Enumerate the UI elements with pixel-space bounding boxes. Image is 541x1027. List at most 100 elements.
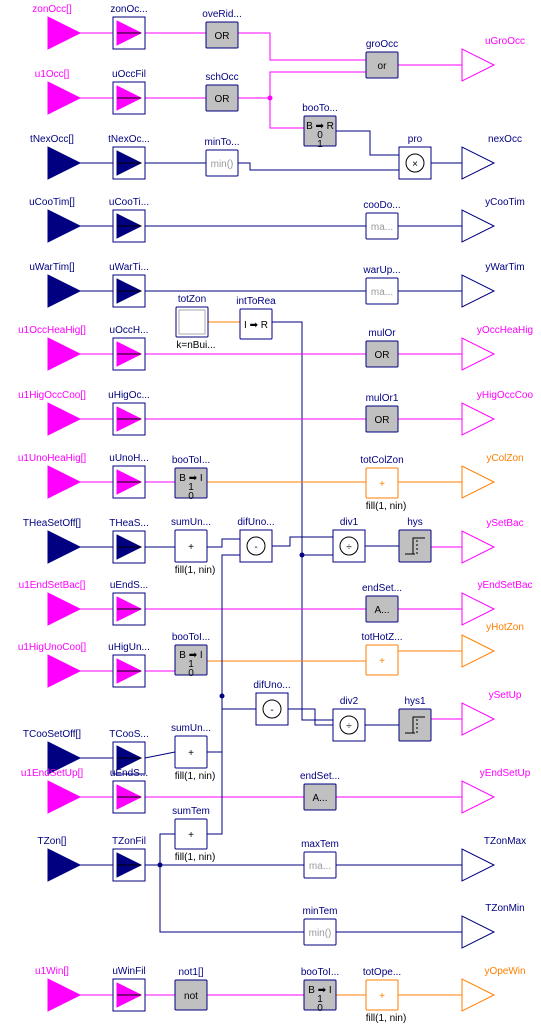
input-port[interactable]	[47, 530, 82, 564]
function-block[interactable]: hys	[398, 517, 432, 563]
output-port-label: yHotZon	[486, 622, 524, 633]
function-block[interactable]: -difUno...	[253, 680, 291, 726]
block-sub: 1	[317, 139, 323, 150]
input-port[interactable]	[47, 654, 82, 688]
input-port-label: u1OccHeaHig[]	[18, 325, 86, 336]
connection-wire	[269, 98, 304, 129]
input-port[interactable]	[47, 592, 82, 626]
input-port[interactable]	[47, 402, 82, 436]
input-port[interactable]	[47, 146, 82, 180]
block-parameter: fill(1, nin)	[366, 1013, 407, 1024]
input-port-label: THeaSetOff[]	[23, 518, 81, 529]
block-label: minTo...	[204, 137, 239, 148]
output-port[interactable]	[461, 978, 496, 1012]
block-sub: 1	[188, 482, 194, 493]
function-block[interactable]: +fill(1, nin)sumUn...	[171, 517, 215, 576]
block-symbol: +	[188, 830, 194, 841]
block-label: schOcc	[205, 72, 238, 83]
output-port-label: ySetBac	[486, 518, 523, 529]
function-block[interactable]: ÷div1	[332, 517, 366, 563]
function-block[interactable]: × pro	[398, 134, 432, 180]
output-port[interactable]	[461, 780, 496, 814]
block-sub: 1	[188, 659, 194, 670]
block-symbol: +	[379, 656, 385, 667]
function-block[interactable]: B ➡ R01booTo...	[302, 103, 338, 150]
function-block[interactable]: min()minTem	[302, 906, 338, 946]
function-block[interactable]: ma...maxTem	[301, 839, 339, 879]
junction-dot	[299, 552, 305, 558]
junction-dot	[219, 693, 225, 699]
function-block[interactable]: +fill(1, nin)totOpe...	[363, 967, 406, 1024]
function-block[interactable]: ma...cooDo...	[363, 200, 401, 240]
output-port-label: uGroOcc	[485, 36, 525, 47]
input-port[interactable]	[47, 978, 82, 1012]
block-label: groOcc	[366, 39, 398, 50]
input-port[interactable]	[47, 780, 82, 814]
output-port[interactable]	[461, 915, 496, 949]
output-port[interactable]	[461, 274, 496, 308]
filter-block-label: uUnoH...	[109, 453, 148, 464]
input-port[interactable]	[47, 274, 82, 308]
input-port[interactable]	[47, 337, 82, 371]
block-label: booToI...	[172, 455, 210, 466]
function-block[interactable]: A...endSet...	[362, 583, 402, 623]
function-block[interactable]: +fill(1, nin)totColZon	[360, 455, 406, 512]
block-symbol: ×	[412, 159, 418, 170]
block-sub: 0	[188, 668, 194, 679]
input-port[interactable]	[47, 741, 82, 775]
output-port[interactable]	[461, 530, 496, 564]
output-port[interactable]	[461, 337, 496, 371]
connection-wire	[207, 708, 256, 753]
input-port[interactable]	[47, 16, 82, 50]
input-port-label: uWarTim[]	[29, 262, 75, 273]
output-port[interactable]	[461, 48, 496, 82]
output-port[interactable]	[461, 465, 496, 499]
block-label: endSet...	[300, 771, 340, 782]
output-port-label: yHigOccCoo	[477, 390, 534, 401]
input-port-label: u1Occ[]	[35, 69, 70, 80]
output-port[interactable]	[461, 209, 496, 243]
block-label: difUno...	[253, 680, 290, 691]
input-port[interactable]	[47, 81, 82, 115]
input-port[interactable]	[47, 209, 82, 243]
block-label: maxTem	[301, 839, 339, 850]
function-block[interactable]: k=nBui...totZon	[175, 294, 216, 351]
output-port[interactable]	[461, 634, 496, 668]
function-block[interactable]: A...endSet...	[300, 771, 340, 811]
function-block[interactable]: B ➡ I10booToI...	[172, 455, 210, 502]
function-block[interactable]: B ➡ I10booToI...	[301, 967, 339, 1014]
function-block[interactable]: -difUno...	[237, 517, 275, 563]
output-port-label: yCooTim	[485, 197, 525, 208]
function-block[interactable]: ORoveRid...	[202, 9, 242, 49]
input-port[interactable]	[47, 848, 82, 882]
output-port[interactable]	[461, 702, 496, 736]
function-block[interactable]: B ➡ I10booToI...	[172, 632, 210, 679]
block-label: pro	[408, 134, 423, 145]
connection-wire	[159, 865, 304, 933]
filter-block-label: uOccFil	[112, 69, 146, 80]
filter-block-label: TZonFil	[112, 836, 146, 847]
output-port[interactable]	[461, 402, 496, 436]
block-symbol: ma...	[371, 287, 393, 298]
function-block[interactable]: hys1	[398, 696, 432, 742]
output-port[interactable]	[461, 146, 496, 180]
block-label: div2	[340, 696, 359, 707]
output-port[interactable]	[461, 848, 496, 882]
function-block[interactable]: +fill(1, nin)sumTem	[172, 806, 215, 863]
connection-wire	[238, 71, 366, 99]
block-symbol: A...	[374, 605, 389, 616]
function-block[interactable]: ÷div2	[332, 696, 366, 742]
function-block[interactable]: min()minTo...	[204, 137, 240, 177]
block-label: sumTem	[172, 806, 210, 817]
function-block[interactable]: ma...warUp...	[362, 265, 401, 305]
function-block[interactable]: +fill(1, nin)sumUn...	[171, 723, 215, 782]
output-port[interactable]	[461, 592, 496, 626]
function-block[interactable]: +totHotZ...	[361, 632, 403, 676]
input-port[interactable]	[47, 465, 82, 499]
